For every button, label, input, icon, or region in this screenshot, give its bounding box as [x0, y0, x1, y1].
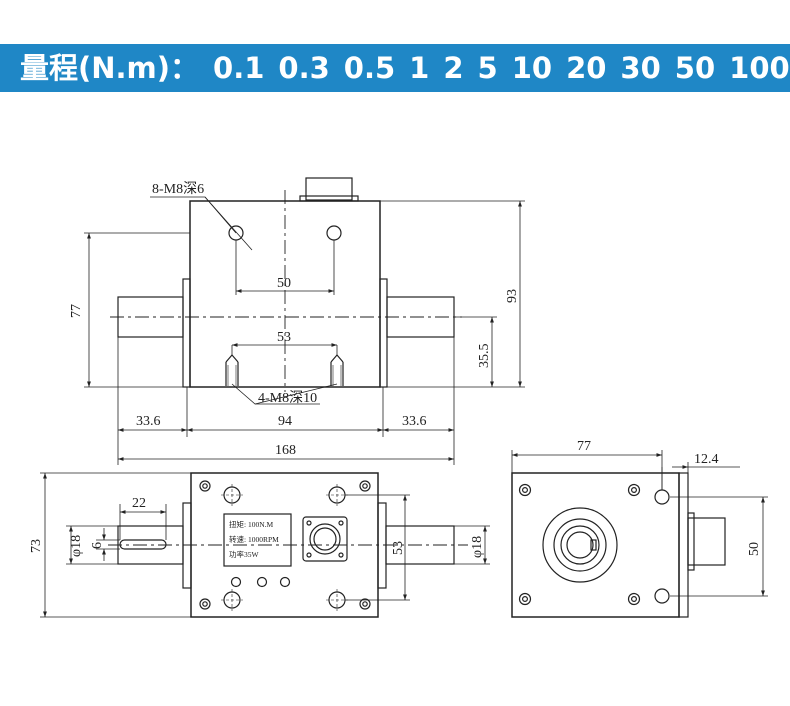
range-label: 量程(N.m)： — [20, 51, 200, 85]
bottom-hole-left — [225, 354, 239, 386]
corner-hole-icon — [359, 480, 371, 492]
dim-depth: 73 — [29, 539, 44, 553]
range-value: 2 — [443, 51, 464, 85]
range-value: 0.5 — [343, 51, 396, 85]
dim-key-width: 6 — [90, 542, 105, 549]
shaft-key — [590, 539, 597, 551]
dim-bottom-holes: 53 — [277, 330, 291, 345]
nameplate — [223, 513, 292, 567]
top-connector-flange — [302, 516, 348, 562]
dim-hole-spacing: 53 — [391, 541, 406, 555]
side-mount-hole-icon — [654, 489, 670, 505]
side-flange — [678, 472, 689, 618]
range-value: 5 — [477, 51, 498, 85]
shaft-bore — [566, 531, 594, 559]
side-mount-hole-icon — [654, 588, 670, 604]
front-view — [84, 177, 525, 465]
mount-hole-icon — [326, 589, 348, 611]
dim-shaft-right: 33.6 — [402, 414, 427, 429]
connector-box — [305, 177, 353, 201]
vent-hole-icon — [279, 576, 291, 588]
shaft-mid-ring — [553, 518, 607, 572]
dim-top-holes: 50 — [277, 276, 291, 291]
side-corner-hole-icon — [627, 483, 641, 497]
leader-line — [204, 196, 253, 251]
dim-height-body: 77 — [69, 304, 84, 318]
dim-shaft-left: 33.6 — [136, 414, 161, 429]
leader-line — [150, 196, 237, 234]
side-connector-base — [687, 512, 695, 571]
range-value: 30 — [620, 51, 661, 85]
dim-side-width: 77 — [577, 439, 591, 454]
nameplate-line-power: 功率35W — [229, 549, 259, 559]
dim-height-total: 93 — [505, 289, 520, 303]
side-corner-hole-icon — [518, 592, 532, 606]
dim-shaft-diameter-left: φ18 — [69, 535, 84, 557]
range-value: 1 — [409, 51, 430, 85]
dim-total-length: 168 — [275, 443, 296, 458]
nameplate-line-speed: 转速: 1000RPM — [229, 534, 279, 544]
top-view — [40, 472, 490, 618]
corner-hole-icon — [359, 598, 371, 610]
side-view — [511, 450, 768, 618]
corner-hole-icon — [199, 598, 211, 610]
bottom-hole-note: 4-M8深10 — [258, 390, 317, 406]
dim-body-width: 94 — [278, 414, 292, 429]
vent-hole-icon — [256, 576, 268, 588]
top-hole-right — [326, 225, 342, 241]
shaft-inner-ring — [560, 525, 600, 565]
dim-shaft-diameter-right: φ18 — [470, 536, 485, 558]
mount-hole-icon — [221, 589, 243, 611]
dim-center-height: 35.5 — [477, 344, 492, 369]
front-flange-left — [182, 278, 191, 388]
range-value: 100 — [729, 51, 790, 85]
dim-key-length: 22 — [132, 496, 146, 511]
dim-connector: 12.4 — [694, 452, 719, 467]
top-connector-icon — [309, 523, 341, 555]
range-value: 20 — [566, 51, 607, 85]
nameplate-line-torque: 扭矩: 100N.M — [229, 519, 273, 529]
top-hole-note: 8-M8深6 — [152, 181, 204, 197]
side-corner-hole-icon — [627, 592, 641, 606]
range-value: 0.3 — [278, 51, 330, 85]
vent-hole-icon — [230, 576, 242, 588]
mount-hole-icon — [326, 484, 348, 506]
range-value: 10 — [511, 51, 553, 85]
keyway — [119, 539, 167, 550]
side-corner-hole-icon — [518, 483, 532, 497]
dim-side-height: 50 — [747, 542, 762, 556]
top-flange-right — [377, 502, 387, 589]
leader-line — [254, 383, 338, 405]
range-value: 50 — [674, 51, 716, 85]
top-flange-left — [182, 502, 192, 589]
bottom-hole-right — [330, 354, 344, 386]
shaft-outer-ring — [542, 507, 618, 583]
range-value: 0.1 — [213, 51, 265, 85]
mount-hole-icon — [221, 484, 243, 506]
corner-hole-icon — [199, 480, 211, 492]
front-flange-right — [379, 278, 388, 388]
